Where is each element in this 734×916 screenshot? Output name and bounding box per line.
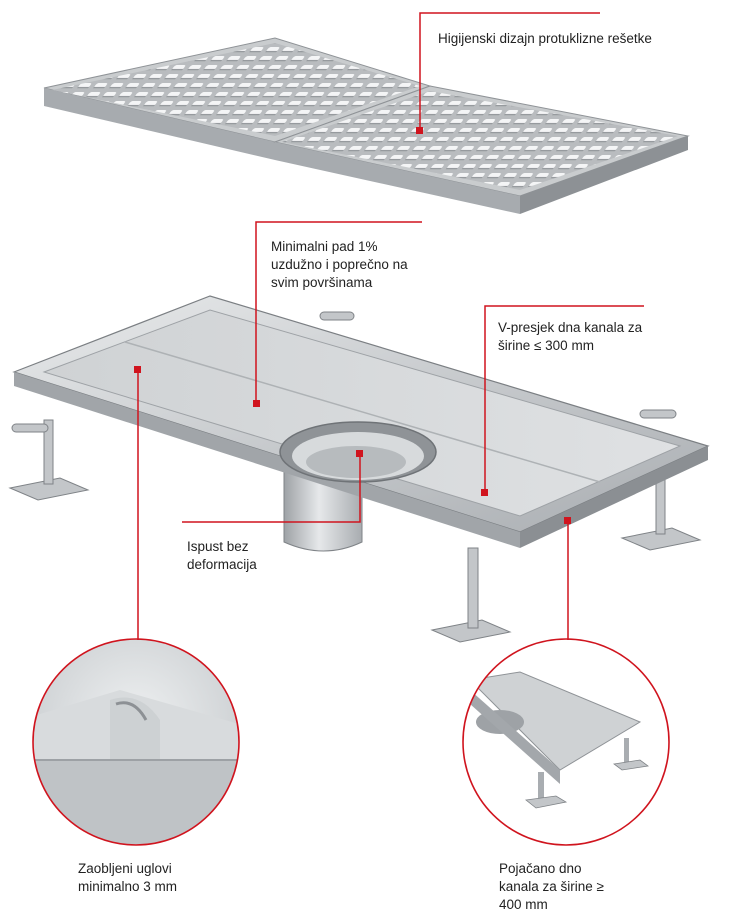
detail-reinforced-bottom xyxy=(462,638,670,846)
callout-vsection: V-presjek dna kanala za širine ≤ 300 mm xyxy=(498,319,642,355)
callout-slope-line: uzdužno i poprečno na xyxy=(271,257,408,272)
callout-slope-line: svim površinama xyxy=(271,275,373,290)
callout-outlet: Ispust bez deformacija xyxy=(187,538,257,574)
marker-corners xyxy=(134,366,141,373)
callout-reinforced-line: Pojačano dno xyxy=(499,861,582,876)
callout-corners-line: Zaobljeni uglovi xyxy=(78,861,172,876)
marker-grate xyxy=(416,127,423,134)
marker-slope xyxy=(253,400,260,407)
leader-slope xyxy=(255,221,422,404)
callout-reinforced-line: kanala za širine ≥ xyxy=(499,879,604,894)
callout-corners-line: minimalno 3 mm xyxy=(78,879,178,894)
callout-reinforced-line: 400 mm xyxy=(499,897,548,912)
marker-outlet xyxy=(356,450,363,457)
callout-reinforced: Pojačano dno kanala za širine ≥ 400 mm xyxy=(499,860,604,914)
leader-vsection xyxy=(484,305,644,492)
callout-outlet-line: Ispust bez xyxy=(187,539,249,554)
marker-reinforced xyxy=(564,517,571,524)
callout-outlet-line: deformacija xyxy=(187,557,257,572)
detail-rounded-corner xyxy=(32,638,240,846)
callout-slope: Minimalni pad 1% uzdužno i poprečno na s… xyxy=(271,238,408,292)
callout-grate-line: Higijenski dizajn protuklizne rešetke xyxy=(438,31,652,46)
marker-vsection xyxy=(481,489,488,496)
leader-outlet xyxy=(182,454,361,523)
leader-grate xyxy=(419,12,600,130)
callout-vsection-line: širine ≤ 300 mm xyxy=(498,338,594,353)
grate-illustration xyxy=(43,37,690,214)
callout-vsection-line: V-presjek dna kanala za xyxy=(498,320,643,335)
callout-slope-line: Minimalni pad 1% xyxy=(271,239,378,254)
marker-points xyxy=(134,127,571,524)
adjustable-foot xyxy=(8,311,702,643)
callout-grate: Higijenski dizajn protuklizne rešetke xyxy=(438,30,652,48)
callout-corners: Zaobljeni uglovi minimalno 3 mm xyxy=(78,860,177,896)
leader-lines xyxy=(137,12,644,640)
